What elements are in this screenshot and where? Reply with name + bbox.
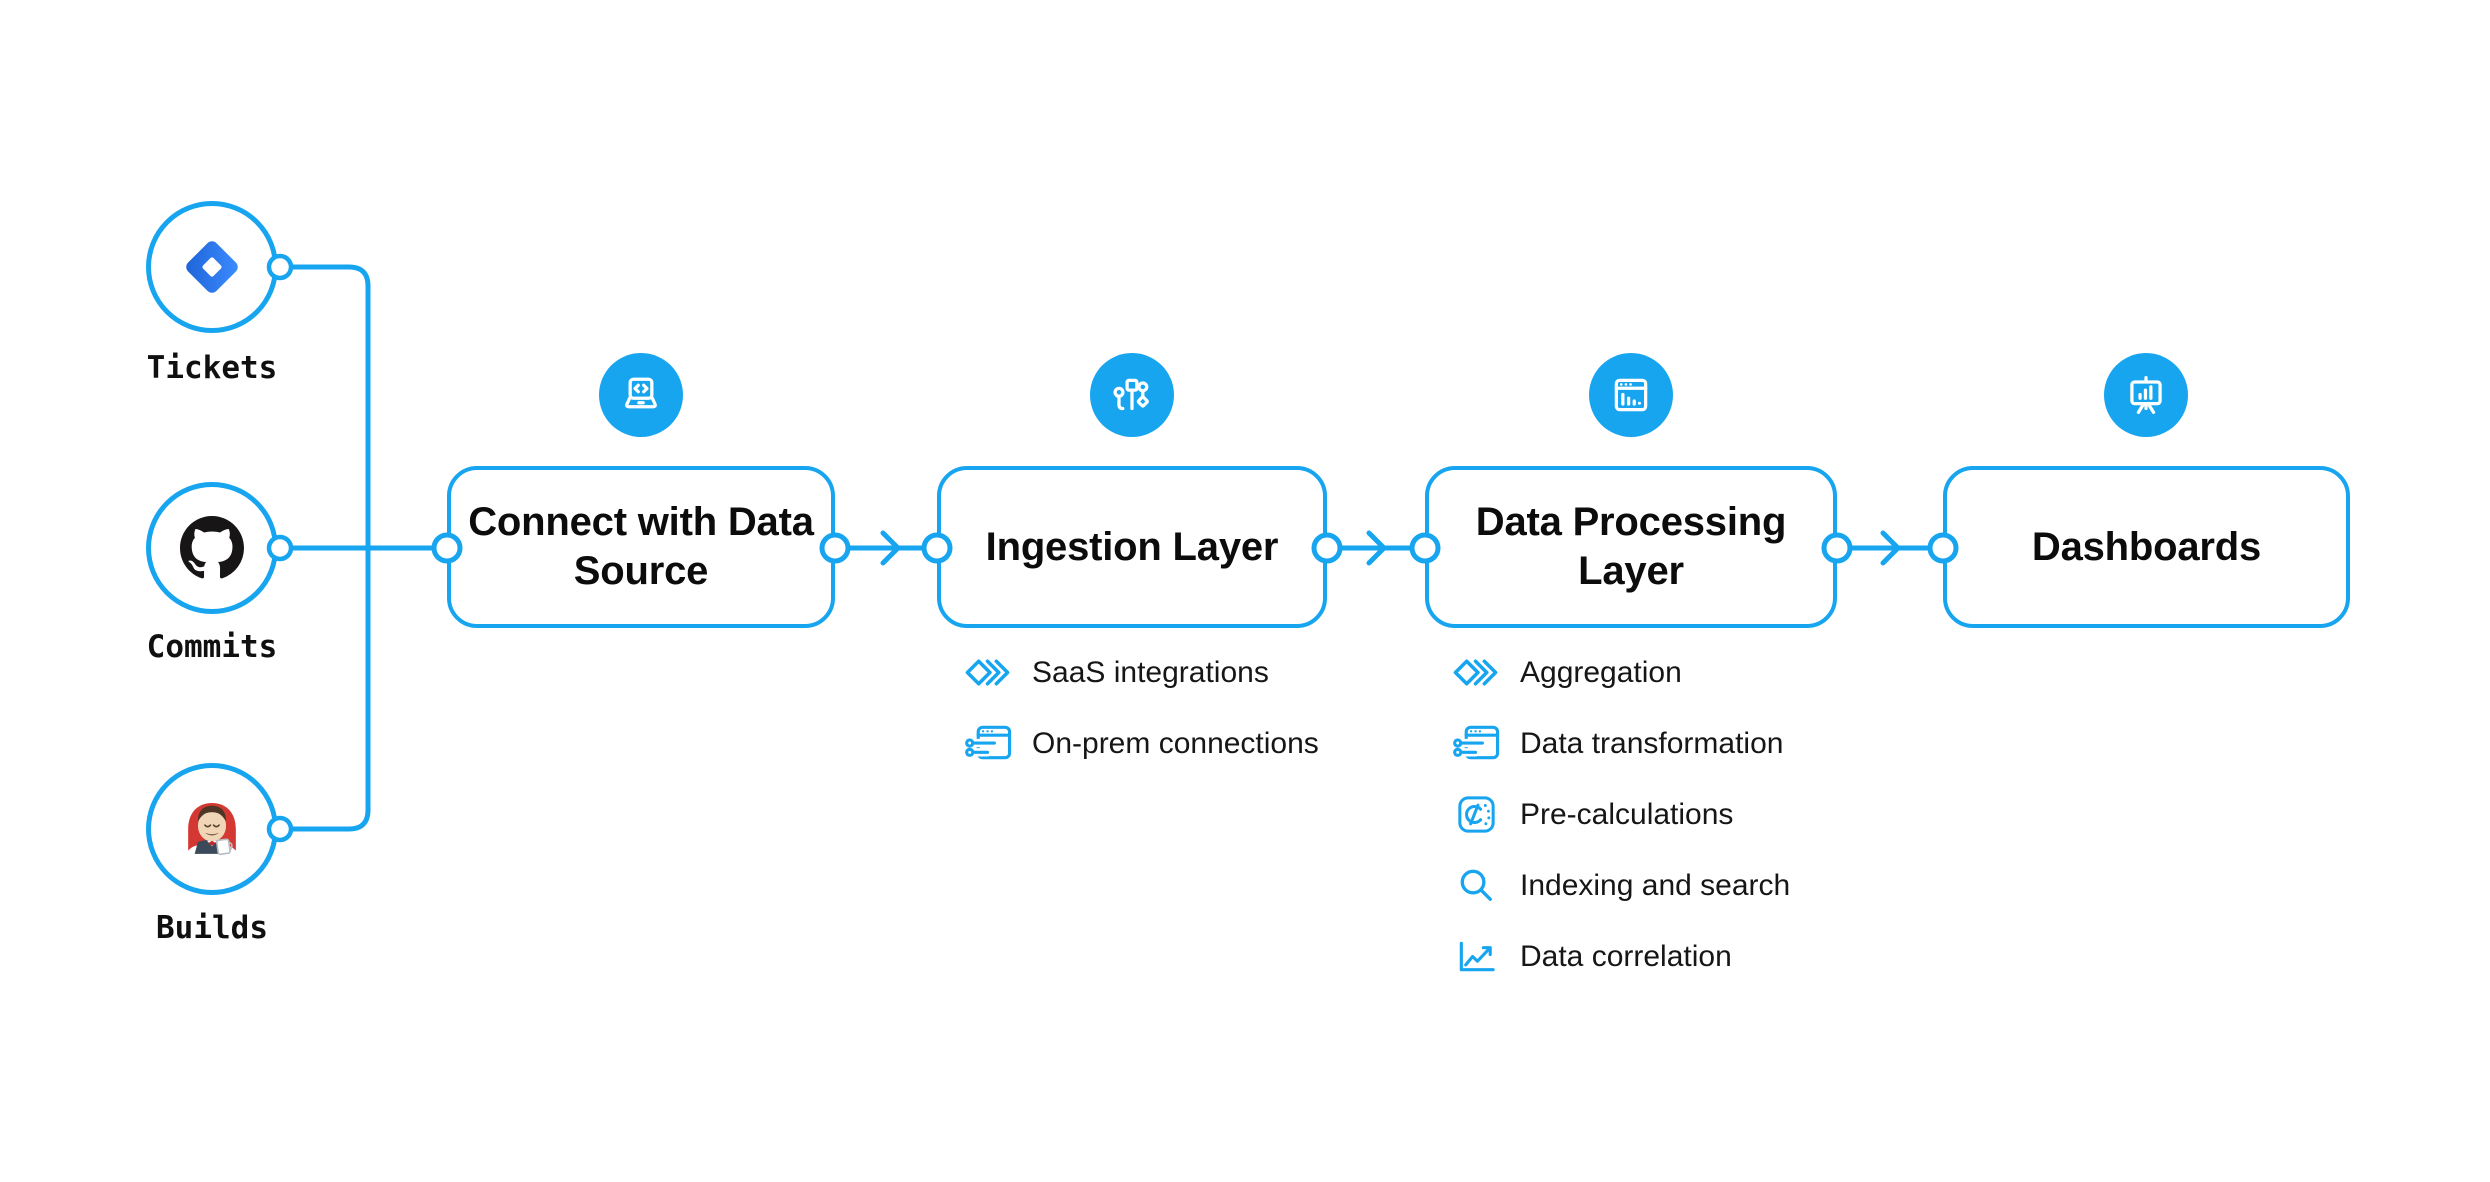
jira-icon — [186, 241, 238, 293]
list-item: Aggregation — [1451, 637, 1790, 708]
stage-ingestion-box: Ingestion Layer — [937, 466, 1327, 628]
arrowhead-icon — [880, 530, 901, 566]
feature-label: On-prem connections — [1032, 726, 1319, 760]
stage-connect-title: Connect with Data Source — [468, 500, 814, 593]
list-item: Data transformation — [1451, 708, 1790, 779]
list-item: Indexing and search — [1451, 850, 1790, 921]
window-chart-icon — [1614, 378, 1648, 412]
jenkins-icon — [188, 803, 236, 856]
connect-stage-icon-circle — [599, 353, 683, 437]
feature-label: Data correlation — [1520, 939, 1732, 973]
github-source-node — [146, 482, 278, 614]
presentation-chart-icon — [2130, 376, 2162, 414]
window-sliders-icon — [1451, 721, 1501, 767]
source-label-commits: Commits — [146, 629, 278, 665]
source-label-builds: Builds — [156, 910, 268, 946]
ingestion-stage-icon-circle — [1090, 353, 1174, 437]
jenkins-source-node — [146, 763, 278, 895]
laptop-code-icon — [625, 377, 657, 409]
github-icon — [180, 516, 244, 579]
dashboards-stage-icon-circle — [2104, 353, 2188, 437]
source-label-tickets: Tickets — [146, 350, 278, 386]
processing-feature-list: Aggregation — [1451, 637, 1790, 992]
stacked-diamonds-icon — [963, 650, 1013, 696]
stage-processing-title: Data Processing Layer — [1475, 500, 1787, 593]
arrowhead-icon — [1366, 530, 1387, 566]
list-item: Data correlation — [1451, 921, 1790, 992]
feature-label: Indexing and search — [1520, 868, 1791, 902]
gauge-icon — [1451, 792, 1501, 838]
ingestion-feature-list: SaaS integrations — [963, 637, 1319, 779]
processing-stage-icon-circle — [1589, 353, 1673, 437]
stage-dashboards-box: Dashboards — [1943, 466, 2350, 628]
stage-processing-box: Data Processing Layer — [1425, 466, 1837, 628]
list-item: Pre-calculations — [1451, 779, 1790, 850]
jira-source-node — [146, 201, 278, 333]
feature-label: Aggregation — [1520, 655, 1682, 689]
search-icon — [1451, 863, 1501, 909]
stage-ingestion-title: Ingestion Layer — [985, 524, 1279, 569]
list-item: SaaS integrations — [963, 637, 1319, 708]
feature-label: Pre-calculations — [1520, 797, 1734, 831]
arrowhead-icon — [1880, 530, 1901, 566]
list-item: On-prem connections — [963, 708, 1319, 779]
feature-label: SaaS integrations — [1032, 655, 1269, 689]
trend-chart-icon — [1451, 934, 1501, 980]
stacked-diamonds-icon — [1451, 650, 1501, 696]
data-streams-icon — [1113, 378, 1149, 411]
stage-dashboards-title: Dashboards — [2031, 524, 2262, 569]
stage-connect-box: Connect with Data Source — [447, 466, 835, 628]
window-sliders-icon — [963, 721, 1013, 767]
feature-label: Data transformation — [1520, 726, 1784, 760]
